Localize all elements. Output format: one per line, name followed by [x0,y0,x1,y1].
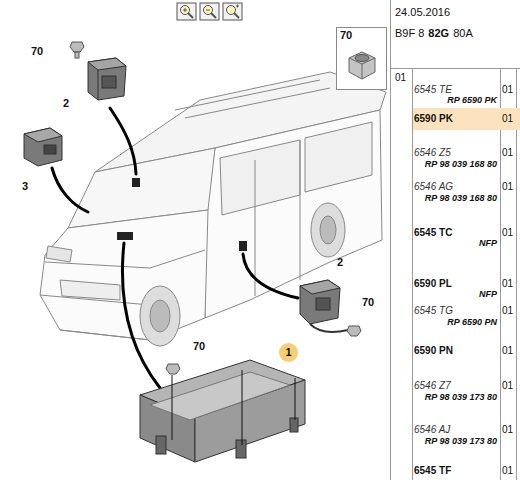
header-text: B9F 8 [395,27,424,39]
quantity-cell: 01 [502,113,513,124]
replacement-note: RP 98 039 173 80 [425,437,497,447]
replacement-note: RP 98 039 173 80 [425,393,497,403]
van-drawing [40,72,386,346]
toolbar [177,3,242,20]
callout-number: 1 [285,346,291,358]
callout-circle: 1 [279,343,298,362]
replacement-note: NFP [479,239,497,249]
replacement-note: RP 98 039 168 80 [425,194,497,204]
part-code: 6545 TE [414,84,452,95]
part-code: 6590 PN [414,345,453,356]
part-code: 6545 TF [414,465,451,476]
callout-number: 2 [337,256,343,268]
replacement-note: RP 6590 PK [447,96,497,106]
callout-number: 2 [63,97,69,109]
quantity-cell: 01 [502,278,513,289]
header-text: 24.05.2016 [395,6,450,18]
nut [70,42,84,58]
quantity-cell: 01 [502,345,513,356]
replacement-note: RP 6590 PN [447,318,497,328]
quantity-cell: 01 [502,181,513,192]
quantity-cell: 01 [395,72,406,83]
fixing-guides [172,370,295,445]
header-text: 82G [428,27,449,39]
row-highlight [413,108,520,130]
part-code: 6546 Z5 [414,147,451,158]
sensor [300,280,348,332]
part-code: 6545 TC [414,227,452,238]
airbag-control-unit [140,360,305,462]
detail-inset: 70 [336,27,387,90]
quantity-cell: 01 [502,147,513,158]
sensor-mounts [117,178,247,251]
quantity-cell: 01 [502,84,513,95]
callout-number: 70 [362,296,374,308]
part-code: 6546 AG [414,181,453,192]
switch [24,128,62,166]
part-code: 6590 PL [414,278,452,289]
replacement-note: RP 98 039 168 80 [425,160,497,170]
replacement-note: NFP [479,290,497,300]
table-rules [390,0,520,480]
quantity-cell: 01 [502,424,513,435]
callout-number: 70 [193,340,205,352]
part-code: 6546 Z7 [414,380,451,391]
callout-number: 70 [340,29,352,41]
part-code: 6590 PK [414,113,453,124]
callout-number: 3 [22,180,28,192]
part-code: 6545 TG [414,305,453,316]
sensor [88,58,126,100]
quantity-cell: 01 [502,380,513,391]
part-code: 6546 AJ [414,424,450,435]
quantity-cell: 01 [502,465,513,476]
quantity-cell: 01 [502,305,513,316]
header-text: 80A [453,27,473,39]
callout-number: 70 [31,45,43,57]
quantity-cell: 01 [502,227,513,238]
leader-lines [52,108,298,388]
